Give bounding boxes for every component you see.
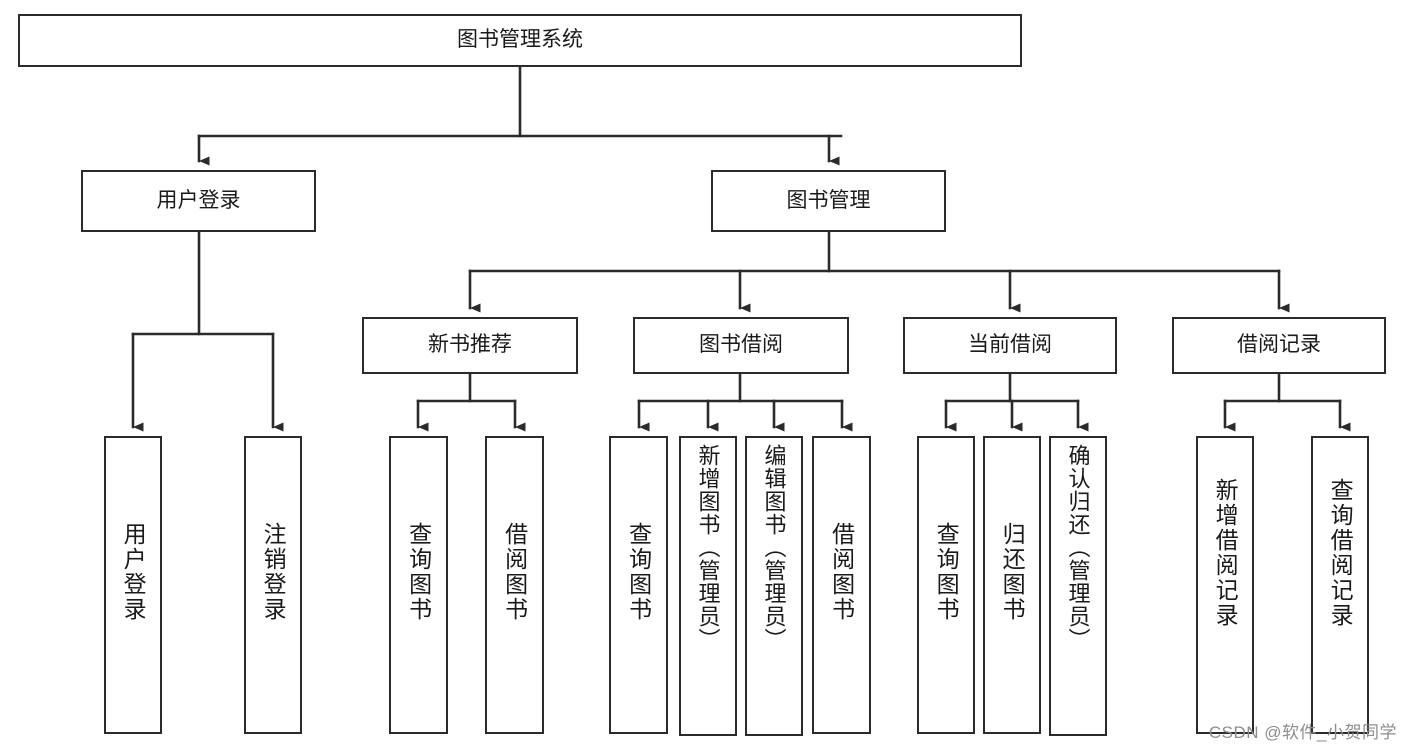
leaf-query-book-nb[interactable]: 查询图书 bbox=[389, 436, 448, 734]
node-new-book-recommendation[interactable]: 新书推荐 bbox=[362, 317, 578, 374]
node-label: 新书推荐 bbox=[428, 333, 512, 357]
leaf-user-login[interactable]: 用户登录 bbox=[104, 436, 162, 734]
leaf-borrow-book-nb[interactable]: 借阅图书 bbox=[485, 436, 544, 734]
node-label: 查询图书 bbox=[625, 522, 652, 622]
leaf-confirm-return-admin[interactable]: 确认归还（管理员） bbox=[1049, 436, 1107, 736]
node-root-book-management-system[interactable]: 图书管理系统 bbox=[18, 14, 1022, 67]
leaf-add-borrow-record[interactable]: 新增借阅记录 bbox=[1196, 436, 1254, 734]
node-book-borrowing[interactable]: 图书借阅 bbox=[633, 317, 849, 374]
node-current-borrowing[interactable]: 当前借阅 bbox=[903, 317, 1117, 374]
node-label: 借阅图书 bbox=[501, 522, 528, 622]
node-label: 用户登录 bbox=[120, 522, 147, 622]
node-label: 图书管理 bbox=[786, 188, 871, 212]
leaf-borrow-book-bb[interactable]: 借阅图书 bbox=[812, 436, 871, 734]
node-book-management[interactable]: 图书管理 bbox=[711, 170, 946, 232]
leaf-query-book-bb[interactable]: 查询图书 bbox=[609, 436, 668, 734]
node-label: 确认归还（管理员） bbox=[1065, 444, 1091, 651]
node-label: 借阅图书 bbox=[828, 522, 855, 622]
leaf-add-book-admin[interactable]: 新增图书（管理员） bbox=[679, 436, 737, 736]
node-label: 查询借阅记录 bbox=[1327, 478, 1354, 628]
node-label: 新增借阅记录 bbox=[1212, 478, 1239, 628]
node-label: 新增图书（管理员） bbox=[695, 444, 721, 651]
node-label: 用户登录 bbox=[156, 188, 241, 212]
leaf-query-borrow-record[interactable]: 查询借阅记录 bbox=[1311, 436, 1369, 734]
node-borrowing-record[interactable]: 借阅记录 bbox=[1172, 317, 1386, 374]
node-label: 图书管理系统 bbox=[457, 28, 583, 52]
leaf-return-book[interactable]: 归还图书 bbox=[983, 436, 1041, 734]
node-label: 借阅记录 bbox=[1237, 333, 1321, 357]
node-label: 查询图书 bbox=[405, 522, 432, 622]
node-user-login[interactable]: 用户登录 bbox=[81, 170, 316, 232]
node-label: 查询图书 bbox=[933, 522, 960, 622]
leaf-edit-book-admin[interactable]: 编辑图书（管理员） bbox=[745, 436, 803, 736]
node-label: 归还图书 bbox=[999, 522, 1026, 622]
leaf-logout[interactable]: 注销登录 bbox=[244, 436, 302, 734]
node-label: 注销登录 bbox=[260, 522, 287, 622]
node-label: 编辑图书（管理员） bbox=[761, 444, 787, 651]
node-label: 当前借阅 bbox=[968, 333, 1052, 357]
leaf-query-book-cb[interactable]: 查询图书 bbox=[917, 436, 975, 734]
node-label: 图书借阅 bbox=[699, 333, 783, 357]
connector-lines bbox=[131, 65, 1351, 432]
